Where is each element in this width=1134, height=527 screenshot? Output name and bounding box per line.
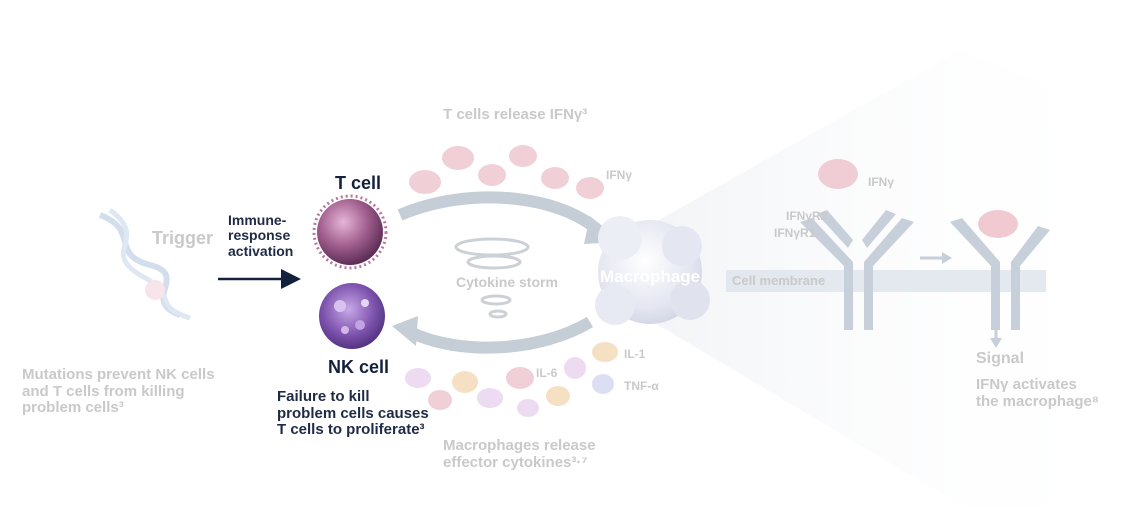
il6-label: IL-6 (536, 366, 558, 380)
ifnyr1-label: IFNγR1 (774, 226, 816, 240)
effector-cytokine-cluster (405, 342, 618, 417)
ifny-activates-text: IFNγ activates the macrophage⁸ (976, 376, 1099, 410)
macrophages-release-text: Macrophages release effector cytokines³·… (443, 437, 596, 471)
macrophage-label: Macrophage (600, 267, 701, 286)
mutations-text: Mutations prevent NK cells and T cells f… (22, 366, 215, 416)
cell-membrane-label: Cell membrane (732, 273, 826, 288)
ifnyr2-label: IFNγR2 (786, 209, 828, 223)
cycle-arrow-bottom (407, 316, 594, 354)
nk-cell-icon (319, 283, 385, 349)
il1-label: IL-1 (624, 347, 646, 361)
cell-membrane-band (726, 270, 1046, 292)
t-cell-label: T cell (335, 173, 382, 193)
cytokine-storm-label: Cytokine storm (456, 274, 558, 290)
t-cells-release-label: T cells release IFNγ³ (443, 106, 588, 123)
tnf-label: TNF-α (624, 379, 659, 393)
ifny-right-label: IFNγ (868, 175, 895, 189)
immune-response-text: Immune- response activation (228, 212, 294, 259)
cycle-arrow-top (397, 191, 605, 237)
ifny-receptor-left (800, 210, 914, 330)
signal-label: Signal (976, 350, 1025, 367)
nk-cell-label: NK cell (328, 357, 390, 377)
t-cell-icon (312, 194, 388, 270)
trigger-label: Trigger (152, 228, 214, 248)
tornado-icon (454, 237, 530, 319)
ifny-top-label: IFNγ (606, 168, 633, 182)
ifny-protein-cluster (409, 145, 604, 199)
bound-ifny-icon (978, 210, 1018, 238)
dna-helix-icon (98, 208, 191, 321)
free-ifny-icon (818, 159, 858, 189)
macrophage-icon (595, 216, 710, 325)
failure-text: Failure to kill problem cells causes T c… (277, 388, 429, 438)
